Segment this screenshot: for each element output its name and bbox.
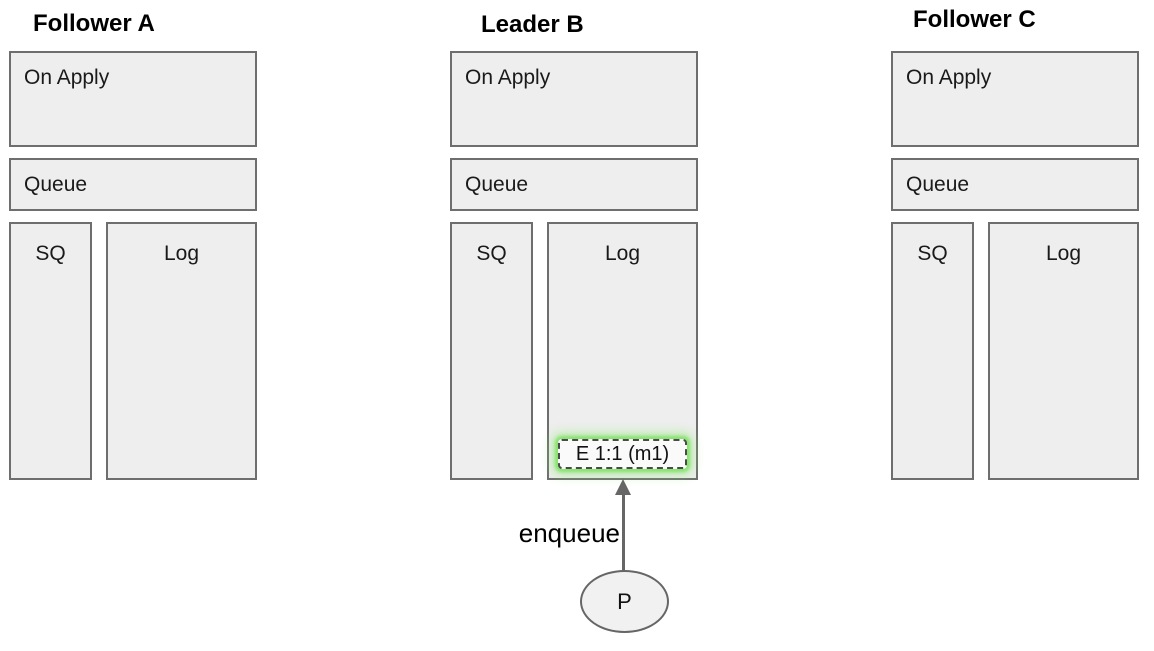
log-label: Log <box>163 242 200 265</box>
on-apply-label: On Apply <box>24 66 110 89</box>
sq-box-follower-a: SQ <box>9 222 92 480</box>
sq-box-follower-c: SQ <box>891 222 974 480</box>
node-title-leader-b: Leader B <box>481 11 584 38</box>
queue-label: Queue <box>465 172 529 196</box>
log-box-leader-b: Log E 1:1 (m1) <box>547 222 698 480</box>
log-box-follower-a: Log <box>106 222 257 480</box>
producer-label: P <box>617 588 632 614</box>
sq-label: SQ <box>35 242 66 265</box>
log-entry-highlighted: E 1:1 (m1) <box>558 439 687 469</box>
node-follower-a: Follower A On Apply Queue SQ Log <box>9 0 257 651</box>
enqueue-edge-label: enqueue <box>518 518 620 548</box>
sq-box-leader-b: SQ <box>450 222 533 480</box>
log-label: Log <box>604 242 641 265</box>
on-apply-label: On Apply <box>465 66 551 89</box>
on-apply-box-follower-c: On Apply <box>891 51 1139 147</box>
node-title-follower-a: Follower A <box>33 10 155 37</box>
queue-box-follower-a: Queue <box>9 158 257 211</box>
node-leader-b: Leader B On Apply Queue SQ Log E 1:1 (m1… <box>450 0 698 651</box>
queue-label: Queue <box>906 172 970 196</box>
sq-label: SQ <box>917 242 948 265</box>
enqueue-arrowhead-icon <box>615 479 631 495</box>
on-apply-label: On Apply <box>906 66 992 89</box>
on-apply-box-follower-a: On Apply <box>9 51 257 147</box>
queue-box-leader-b: Queue <box>450 158 698 211</box>
node-title-follower-c: Follower C <box>913 6 1036 33</box>
queue-label: Queue <box>24 172 88 196</box>
sq-label: SQ <box>476 242 507 265</box>
queue-box-follower-c: Queue <box>891 158 1139 211</box>
producer-circle: P <box>580 570 669 633</box>
log-label: Log <box>1045 242 1082 265</box>
on-apply-box-leader-b: On Apply <box>450 51 698 147</box>
node-follower-c: Follower C On Apply Queue SQ Log <box>891 0 1139 651</box>
enqueue-arrow-line <box>622 493 625 571</box>
log-box-follower-c: Log <box>988 222 1139 480</box>
